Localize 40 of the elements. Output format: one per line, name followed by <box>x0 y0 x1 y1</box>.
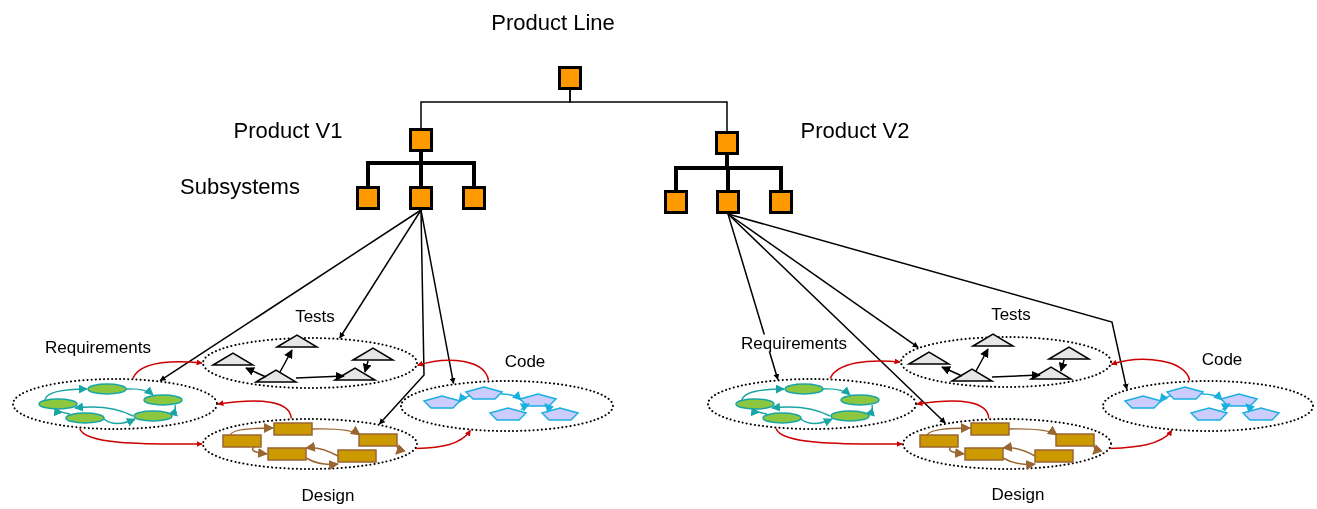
curved-arrow <box>79 427 203 447</box>
cluster-label: Code <box>502 352 548 370</box>
level-label: Product Line <box>491 12 615 34</box>
curved-arrow <box>775 427 903 447</box>
cluster-label: Tests <box>293 307 337 325</box>
curved-arrow <box>415 429 472 450</box>
curved-arrow <box>416 359 490 382</box>
curved-arrow <box>829 358 901 380</box>
arrow <box>339 209 422 339</box>
arrow <box>159 209 422 382</box>
square-node <box>356 186 380 210</box>
square-node <box>558 66 582 90</box>
curved-arrow <box>217 400 292 420</box>
square-node <box>462 186 486 210</box>
arrow <box>378 209 425 425</box>
square-node <box>409 128 433 152</box>
curved-arrow <box>1109 429 1173 450</box>
square-node <box>409 186 433 210</box>
cluster-label: Design <box>299 486 357 504</box>
square-node <box>715 131 739 155</box>
curved-arrow <box>1110 358 1191 382</box>
arrow <box>727 213 947 424</box>
level-label: Product V1 <box>233 120 343 142</box>
cluster-label: Design <box>989 485 1047 503</box>
level-label: Product V2 <box>800 120 910 142</box>
square-node <box>664 190 688 214</box>
tree-line <box>725 155 783 190</box>
curved-arrow <box>916 400 990 420</box>
tree-line <box>569 89 728 132</box>
square-node <box>769 190 793 214</box>
cluster-label: Requirements <box>739 334 849 352</box>
arrow <box>727 213 919 349</box>
cluster-label: Tests <box>989 305 1033 323</box>
level-label: Subsystems <box>180 176 300 198</box>
square-node <box>716 190 740 214</box>
arrow <box>420 209 456 385</box>
curved-arrow <box>132 359 203 380</box>
cluster-label: Requirements <box>43 338 153 356</box>
arrow <box>727 213 780 381</box>
cluster-label: Code <box>1199 350 1245 368</box>
